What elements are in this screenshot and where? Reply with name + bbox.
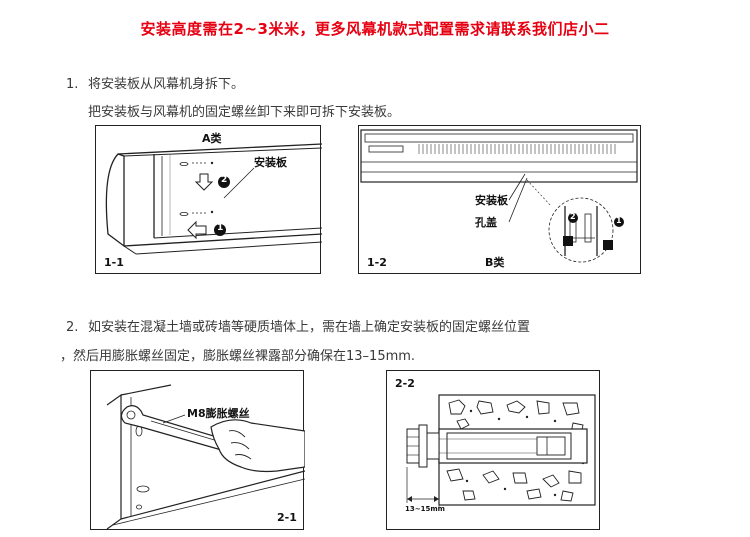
step-1-title-text: 将安装板从风幕机身拆下。 [88,77,245,92]
figure-2-1: M8膨胀螺丝 2-1 [90,370,305,530]
figure-1-1-marker-1: 1 [217,223,224,233]
step-2-line-1: 2. 如安装在混凝土墙或砖墙等硬质墙体上，需在墙上确定安装板的固定螺丝位置 [66,316,530,335]
figure-2-1-label: 2-1 [277,511,297,524]
step-2-line-2: ，然后用膨胀螺丝固定，膨胀螺丝裸露部分确保在13–15mm. [60,349,416,364]
figure-1-1-marker-2: 2 [221,175,228,185]
figure-2-1-bolt-label: M8膨胀螺丝 [187,407,250,420]
figure-1-1-drawing [105,143,322,255]
step-2-line-1-text: 如安装在混凝土墙或砖墙等硬质墙体上，需在墙上确定安装板的固定螺丝位置 [88,320,531,335]
figure-1-1-label: 1-1 [104,256,124,269]
step-1-number: 1. [66,77,79,92]
figure-2-2-drawing [406,394,596,509]
figure-2-2: 2-2 13~15mm [386,370,600,530]
step-1-detail: 把安装板与风幕机的固定螺丝卸下来即可拆下安装板。 [88,105,401,120]
figure-1-1-type-label: A类 [202,132,222,145]
step-1-title: 1. 将安装板从风幕机身拆下。 [66,73,244,92]
figure-1-2-hole-label: 孔盖 [475,216,497,229]
figure-1-2-plate-label: 安装板 [475,194,508,207]
figure-1-1-plate-label: 安装板 [254,156,287,169]
install-height-banner: 安装高度需在2~3米米，更多风幕机款式配置需求请联系我们店小二 [140,20,610,38]
figure-2-2-dimension: 13~15mm [405,505,445,513]
figure-1-2: 安装板 孔盖 2 1 1-2 B类 [358,125,641,274]
step-2-number: 2. [66,320,79,335]
figure-1-2-marker-1: 1 [616,216,622,225]
figure-1-2-drawing [360,129,638,263]
figure-2-1-drawing [106,384,305,530]
figure-1-2-marker-2: 2 [570,212,576,221]
figure-2-2-label: 2-2 [395,377,415,390]
figure-1-1: A类 安装板 2 1 1-1 [95,125,322,274]
figure-1-2-label: 1-2 [367,256,387,269]
figure-1-2-type-label: B类 [485,256,505,269]
